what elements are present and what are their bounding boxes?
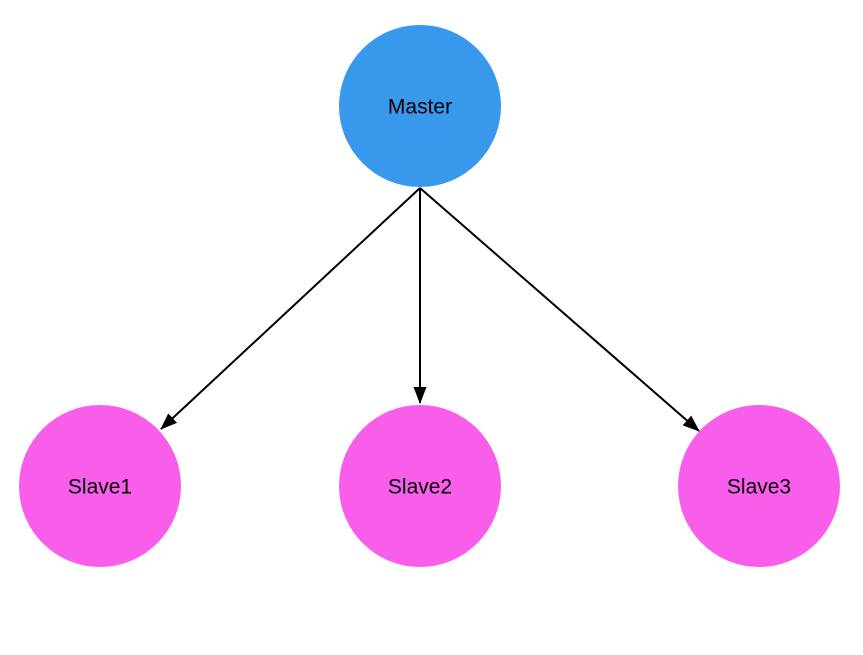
master-node: Master <box>339 25 501 187</box>
slave2-node: Slave2 <box>339 405 501 567</box>
slave3-label: Slave3 <box>727 476 791 499</box>
slave3-node: Slave3 <box>678 405 840 567</box>
edge-master-slave1 <box>160 187 421 430</box>
slave2-circle <box>339 405 501 567</box>
master-circle <box>339 25 501 187</box>
slave1-label: Slave1 <box>68 476 132 499</box>
slave1-circle <box>19 405 181 567</box>
master-label: Master <box>388 96 452 119</box>
slave3-circle <box>678 405 840 567</box>
edge-master-slave3 <box>419 187 700 432</box>
slave2-label: Slave2 <box>388 476 452 499</box>
slave1-node: Slave1 <box>19 405 181 567</box>
